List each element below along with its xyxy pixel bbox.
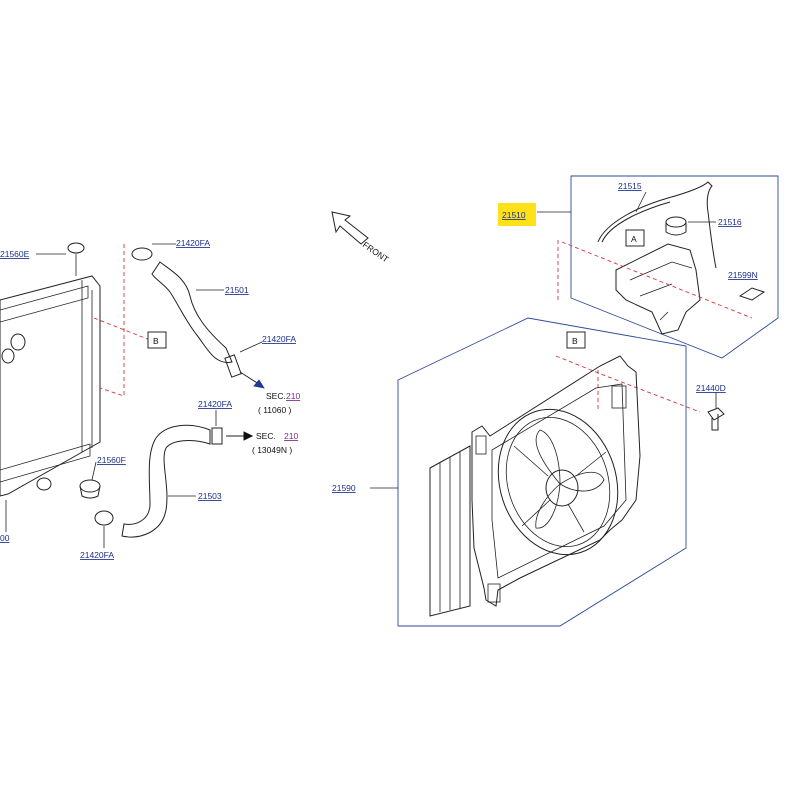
upper-hose-group: 21420FA 21501 21420FA SEC. 210 ( 11060 ) (131, 238, 300, 415)
left-leader-1 (99, 244, 125, 397)
fan-group: 21590 B (332, 317, 701, 627)
leader-21515 (635, 191, 647, 213)
part-21420fa-b[interactable]: 21420FA (262, 334, 296, 344)
bracket-2 (475, 435, 487, 455)
fan-shroud (471, 355, 641, 607)
fan-blade-2 (559, 471, 605, 492)
part-21590[interactable]: 21590 (332, 483, 356, 493)
sec1-arrowhead (253, 379, 265, 389)
radiator-bottom-tank (0, 443, 91, 483)
clamp-lower-bottom (94, 510, 114, 526)
bolt-group: 21440D (696, 383, 726, 431)
ref-b-left: B (153, 336, 159, 346)
highlight-21510 (498, 203, 536, 226)
lower-hose (121, 424, 211, 538)
lower-hose-group: 21420FA 21503 21420FA SEC. 210 ( 13049N … (80, 399, 298, 560)
leader-21560f (91, 461, 97, 481)
label-plate (738, 287, 766, 301)
part-cut: 00 (0, 533, 10, 543)
part-21501[interactable]: 21501 (225, 285, 249, 295)
leader-21420fa-b (239, 341, 263, 353)
ref-b-right: B (572, 336, 578, 346)
fan-blade-3 (535, 483, 561, 529)
sec2-prefix: SEC. (256, 431, 276, 441)
part-21560f[interactable]: 21560F (97, 455, 126, 465)
part-21420fa-a[interactable]: 21420FA (176, 238, 210, 248)
ref-a-box (625, 229, 645, 247)
part-21516[interactable]: 21516 (718, 217, 742, 227)
radiator-left-group: 21560E 21560F 00 (0, 242, 126, 543)
ref-b-left-box (147, 331, 167, 349)
bracket-1 (611, 385, 627, 409)
radiator-body (0, 275, 101, 497)
sec2-arrowhead (243, 431, 254, 441)
fan-ring-outer (497, 408, 619, 556)
left-leader-2 (93, 317, 151, 341)
sec1-ref: ( 11060 ) (258, 405, 292, 415)
part-21599n[interactable]: 21599N (728, 270, 758, 280)
outlet-pipe-1 (10, 333, 26, 351)
shroud-inner (491, 383, 627, 579)
sec1-num[interactable]: 210 (286, 391, 300, 401)
fan-blade-1 (535, 429, 561, 485)
part-21420fa-c[interactable]: 21420FA (198, 399, 232, 409)
outlet-pipe-2 (1, 348, 15, 364)
reservoir-cap-body (665, 222, 687, 236)
radiator-top-tank (0, 285, 89, 323)
reservoir-cap (665, 216, 687, 228)
fan-ring-inner (505, 416, 611, 548)
front-arrow: FRONT (331, 211, 391, 264)
fan-leader-b (555, 355, 701, 413)
clamp-lower-top (211, 427, 223, 445)
sec1-prefix: SEC. (266, 391, 286, 401)
part-21510[interactable]: 21510 (502, 210, 526, 220)
reservoir-tank (615, 243, 701, 335)
mount-arm-1 (513, 445, 607, 533)
reservoir-hose (597, 181, 717, 269)
bracket-3 (487, 583, 501, 603)
clamp-upper-end (224, 354, 242, 378)
drain-cap-body (79, 485, 101, 499)
reservoir-frame (570, 175, 779, 359)
clamp-top (131, 247, 153, 261)
ref-b-right-box (566, 331, 586, 349)
ref-a: A (631, 234, 637, 244)
drain-cap (79, 479, 101, 493)
upper-hose (151, 261, 233, 363)
part-21420fa-d[interactable]: 21420FA (80, 550, 114, 560)
sec2-num[interactable]: 210 (284, 431, 298, 441)
part-21440d[interactable]: 21440D (696, 383, 726, 393)
bolt-shaft (711, 414, 719, 431)
reservoir-tank-detail (629, 261, 693, 321)
sec2-ref: ( 13049N ) (252, 445, 292, 455)
front-arrow-icon (331, 211, 369, 245)
bolt-head (707, 407, 725, 421)
reservoir-leader-b (561, 241, 753, 319)
reservoir-group: A 21515 21516 21599N (537, 175, 779, 359)
fan-motor (545, 469, 579, 507)
reservoir-hose-outline (601, 201, 671, 243)
top-cap (67, 242, 85, 254)
part-21503[interactable]: 21503 (198, 491, 222, 501)
part-21560e[interactable]: 21560E (0, 249, 30, 259)
part-21515[interactable]: 21515 (618, 181, 642, 191)
lower-pipe (36, 477, 52, 491)
fan-frame (397, 317, 687, 627)
radiator-core-right (429, 445, 471, 617)
front-label: FRONT (361, 239, 391, 264)
